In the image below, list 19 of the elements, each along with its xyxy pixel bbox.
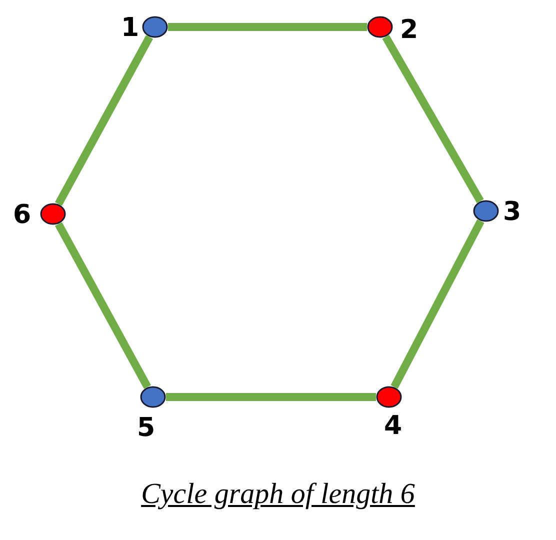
vertex-circle [367, 16, 393, 38]
vertex-label: 1 [121, 13, 140, 43]
graph-edge [382, 34, 484, 204]
vertex-circle [140, 386, 166, 408]
vertex-label: 4 [384, 411, 402, 441]
vertex-label: 2 [400, 15, 418, 45]
graph-edge [390, 219, 484, 389]
vertex-circle [376, 386, 402, 408]
graph-edge [168, 23, 367, 31]
vertex-label: 6 [13, 200, 32, 230]
graph-edge [54, 222, 152, 389]
vertex-circle [473, 200, 499, 222]
vertex-circle [40, 203, 66, 225]
vertex-circle [142, 16, 168, 38]
graph-edge [166, 393, 376, 401]
vertex-label: 3 [503, 197, 522, 227]
graph-edge [54, 35, 154, 206]
vertex-label: 5 [137, 413, 156, 443]
caption: Cycle graph of length 6 [141, 478, 415, 510]
